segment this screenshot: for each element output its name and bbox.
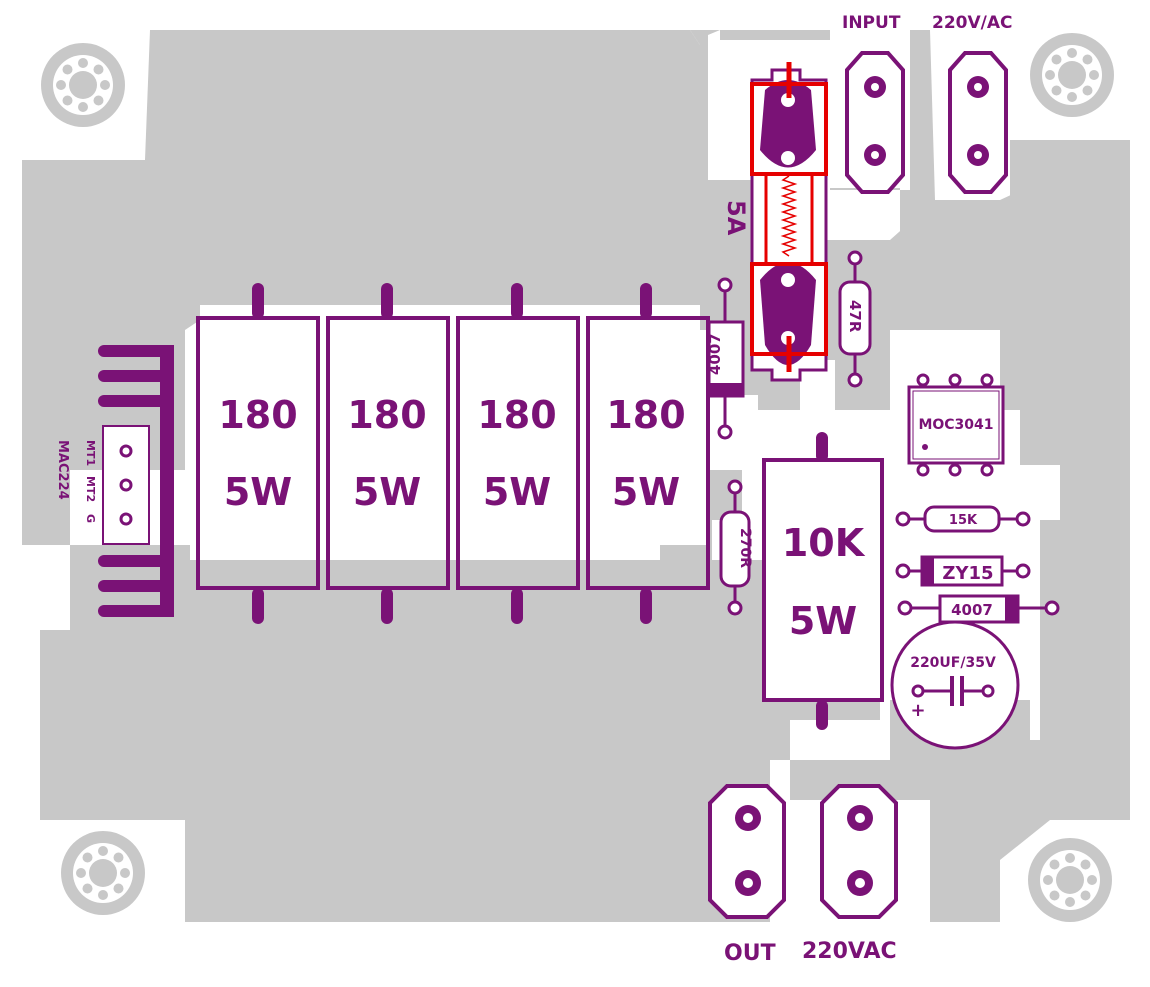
triac-mt2-label: MT2 (84, 476, 97, 502)
power-resistor-4 (586, 283, 710, 624)
resistor-10k-value: 10K (782, 521, 866, 565)
fuse-body-highlight (764, 172, 814, 266)
input-label: INPUT (842, 13, 901, 33)
zener-zy15 (895, 555, 1031, 587)
resistor-15k-label: 15K (949, 513, 978, 528)
power-resistor-4-value: 180 (606, 393, 685, 437)
zener-label: ZY15 (942, 563, 993, 584)
triac-label: MAC224 (55, 440, 70, 500)
mounting-hole-bottom-right (1028, 838, 1112, 922)
fuse-wire-icon (780, 175, 798, 257)
mounting-hole-top-right (1030, 33, 1114, 117)
power-resistor-3-value: 180 (477, 393, 556, 437)
input-terminal-1 (845, 51, 905, 194)
out-label: OUT (724, 941, 776, 966)
out-voltage-label: 220VAC (802, 939, 897, 964)
capacitor-label: 220UF/35V (910, 655, 996, 671)
input-voltage-label: 220V/AC (932, 13, 1012, 33)
resistor-10k-watts: 5W (789, 599, 857, 643)
resistor-270r (719, 479, 751, 616)
power-resistor-1-value: 180 (218, 393, 297, 437)
input-terminal-2 (948, 51, 1008, 194)
power-resistor-3-watts: 5W (483, 470, 551, 514)
diode-top-label: 4007 (706, 333, 724, 375)
diode-4007-top (707, 277, 745, 440)
power-resistor-4-watts: 5W (612, 470, 680, 514)
isolation-gaps (70, 470, 710, 545)
resistor-270r-label: 270R (737, 528, 753, 568)
power-resistor-2 (326, 283, 450, 624)
triac-mac224 (102, 425, 150, 545)
output-terminal-2 (820, 784, 898, 919)
opto-label: MOC3041 (918, 417, 993, 433)
mounting-hole-bottom-left (61, 831, 145, 915)
diode-bottom-label: 4007 (951, 601, 993, 619)
resistor-10k-5w (762, 432, 884, 730)
optocoupler-moc3041 (907, 373, 1005, 477)
output-terminal-1 (708, 784, 786, 919)
power-resistor-1 (196, 283, 320, 624)
power-resistor-2-value: 180 (347, 393, 426, 437)
triac-heatsink (98, 345, 174, 617)
power-resistor-2-watts: 5W (353, 470, 421, 514)
fuse-holder (750, 62, 828, 382)
power-resistor-1-watts: 5W (224, 470, 292, 514)
resistor-15k (895, 505, 1031, 533)
power-resistor-3 (456, 283, 580, 624)
triac-mt1-label: MT1 (84, 440, 97, 466)
fuse-rating-label: 5A (722, 200, 750, 236)
mounting-hole-top-left (41, 43, 125, 127)
diode-4007-bottom (897, 594, 1060, 624)
resistor-47r-label: 47R (846, 300, 864, 333)
capacitor-220uf (890, 620, 1020, 750)
resistor-47r (838, 250, 872, 388)
triac-g-label: G (84, 514, 97, 523)
capacitor-plus-label: + (910, 700, 925, 721)
